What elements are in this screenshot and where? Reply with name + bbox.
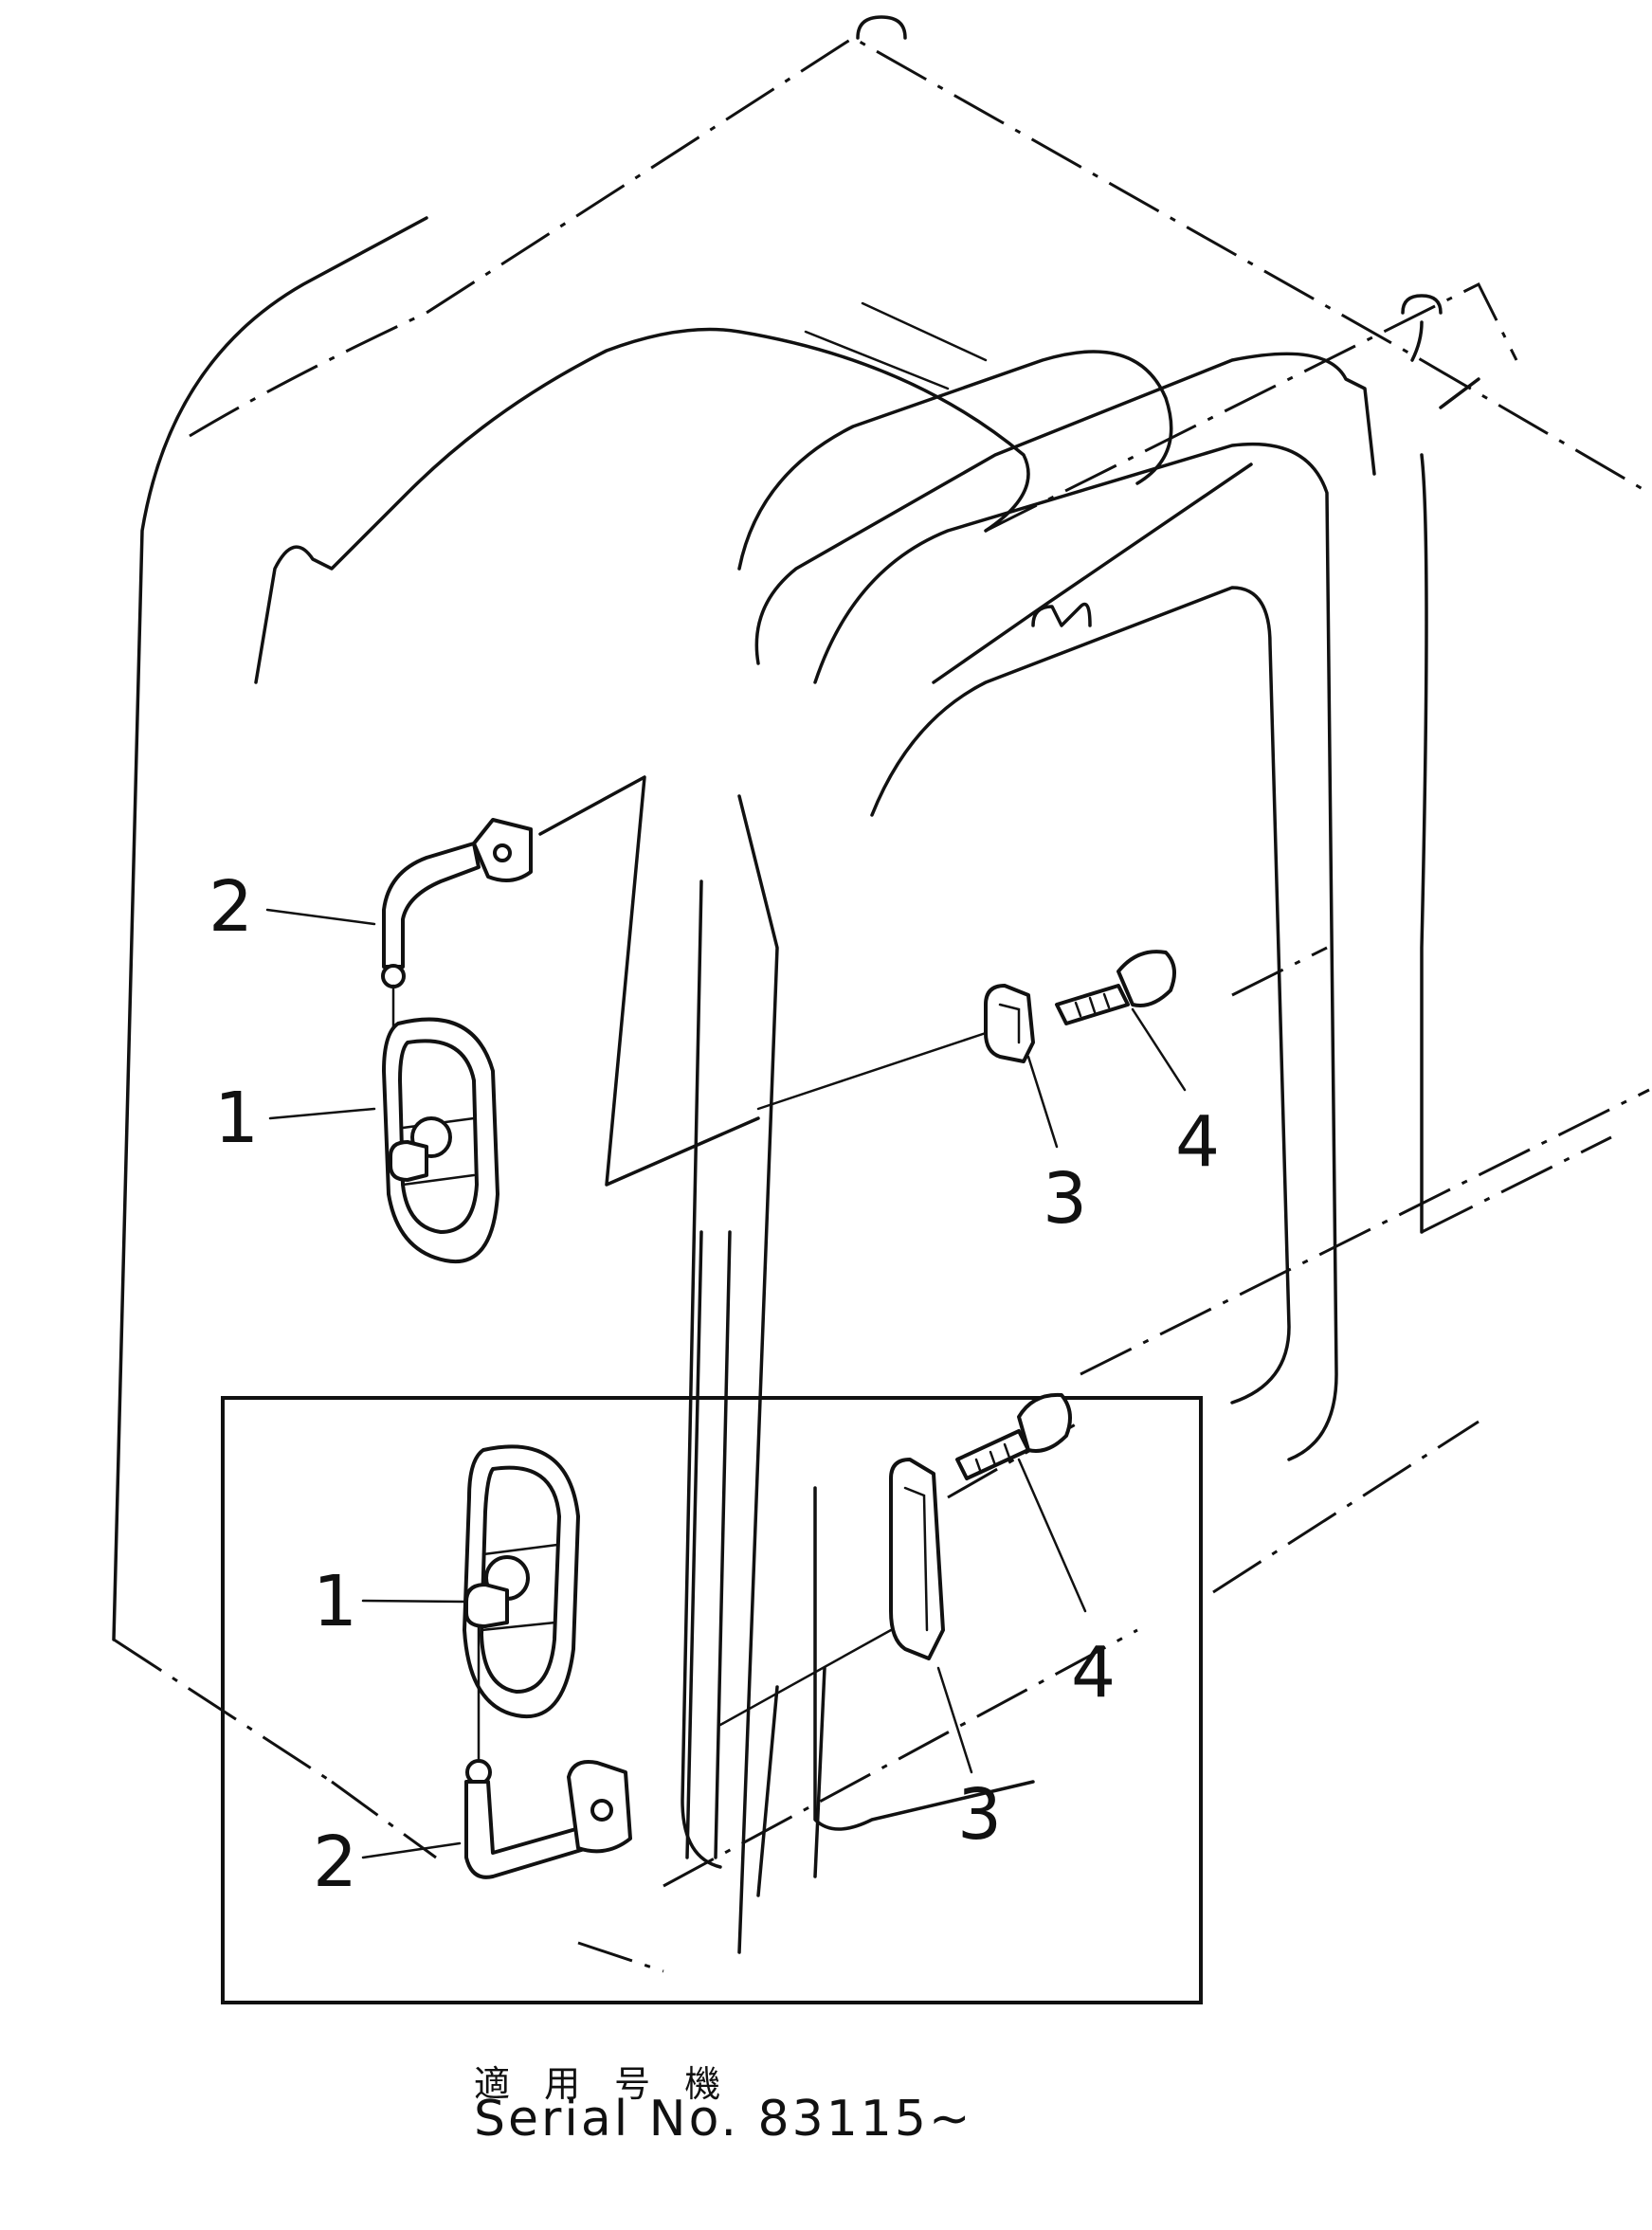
callout-3-inset: 3 xyxy=(957,1774,1002,1856)
callout-2-inset: 2 xyxy=(313,1822,357,1903)
callout-4-inset: 4 xyxy=(1071,1632,1116,1713)
stay-bar-part-2-inset xyxy=(464,1759,632,1879)
inset-frame xyxy=(221,1396,1203,2004)
mirror-part-1-inset xyxy=(463,1444,580,1765)
clamp-part-3-inset xyxy=(889,1458,945,1660)
leaders-main xyxy=(265,775,1187,1187)
cab-outline xyxy=(112,15,1650,1973)
leaders-inset xyxy=(361,1458,1087,1859)
callout-2-main: 2 xyxy=(209,866,253,948)
clamp-part-3-main xyxy=(984,984,1035,1063)
bolt-part-4-inset xyxy=(955,1392,1072,1480)
bolt-part-4-main xyxy=(1055,950,1176,1025)
callout-3-main: 3 xyxy=(1043,1158,1087,1240)
mirror-part-1-main xyxy=(382,1017,499,1264)
applicability-caption-jp: 適 用 号 機 xyxy=(474,2063,733,2105)
stay-bar-part-2-main xyxy=(381,818,533,1035)
serial-number-caption: Serial No. 83115~ xyxy=(474,2091,973,2148)
callout-1-main: 1 xyxy=(214,1078,259,1159)
callout-4-main: 4 xyxy=(1175,1101,1220,1183)
callout-1-inset: 1 xyxy=(313,1561,357,1642)
